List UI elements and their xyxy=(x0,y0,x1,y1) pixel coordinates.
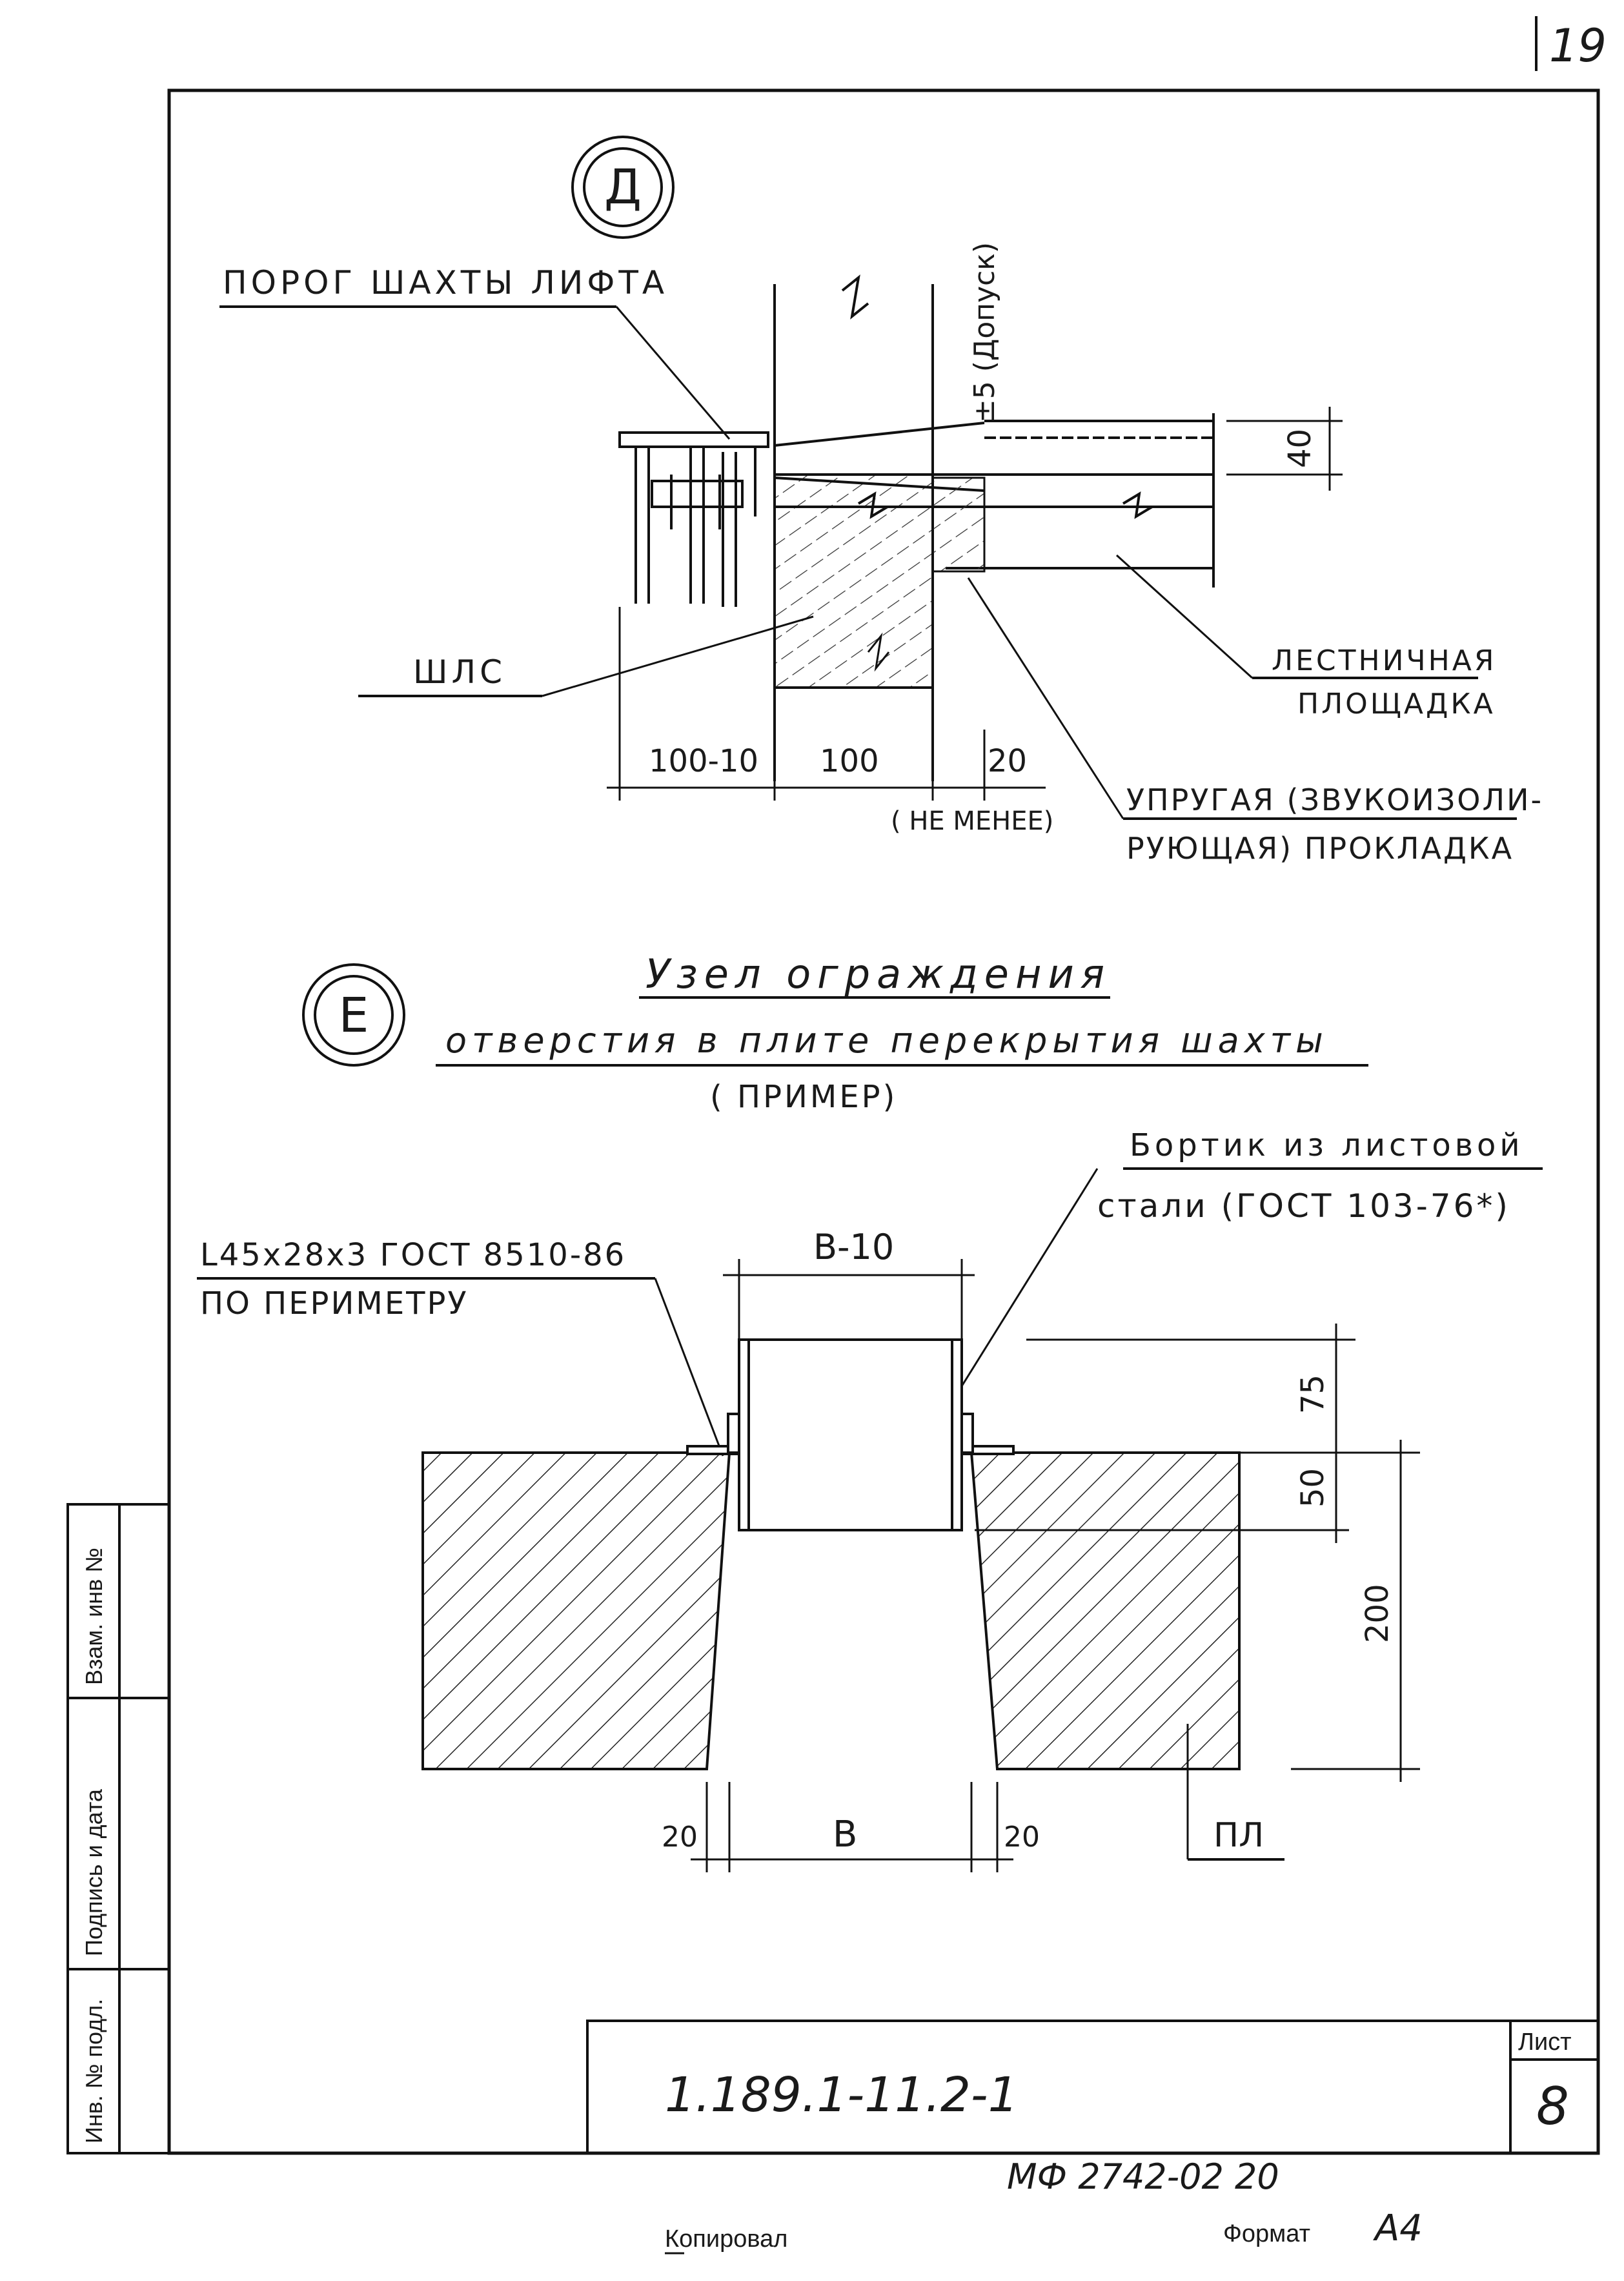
detail-e-title-2: отверстия в плите перекрытия шахты xyxy=(445,1020,1328,1061)
stamp-col2: Подпись и дата xyxy=(81,1788,107,1956)
detail-d-marker-outer xyxy=(571,136,675,239)
label-edge-2: стали (ГОСТ 103-76*) xyxy=(1097,1187,1510,1225)
shaft-wall xyxy=(773,473,934,689)
dim-20: 20 xyxy=(988,743,1027,779)
detail-e-title-3: ( ПРИМЕР) xyxy=(710,1079,897,1115)
detail-d: Д ПОРОГ ШАХТЫ ЛИФТА xyxy=(219,136,1543,866)
label-threshold: ПОРОГ ШАХТЫ ЛИФТА xyxy=(223,264,668,302)
detail-d-marker: Д xyxy=(604,159,642,215)
detail-e-marker: Е xyxy=(339,988,369,1043)
label-landing-1: ЛЕСТНИЧНАЯ xyxy=(1272,644,1496,677)
sheet-label: Лист xyxy=(1518,2029,1572,2056)
dims-right xyxy=(975,1324,1420,1782)
format-value: А4 xyxy=(1373,2207,1423,2249)
label-gasket-2: РУЮЩАЯ) ПРОКЛАДКА xyxy=(1126,831,1514,866)
detail-e-marker-outer xyxy=(302,963,405,1067)
page-number: 19 xyxy=(1549,19,1607,72)
dims-bottom xyxy=(691,1782,1013,1872)
dim-40: 40 xyxy=(1282,429,1318,468)
dim-min: ( НЕ МЕНЕЕ) xyxy=(891,806,1053,836)
dim-b: В xyxy=(833,1814,857,1856)
dim-100: 100 xyxy=(820,743,879,779)
label-tolerance: ±5 (Допуск) xyxy=(968,242,1001,423)
archive-number: МФ 2742-02 20 xyxy=(1007,2156,1279,2197)
drawing-code: 1.189.1-11.2-1 xyxy=(665,2067,1019,2123)
leader-threshold xyxy=(615,306,731,440)
copied-label: Копировал xyxy=(665,2225,787,2253)
slab-right xyxy=(969,1451,1241,1770)
dim-b-minus: В-10 xyxy=(813,1227,894,1267)
detail-d-dims xyxy=(607,607,1046,801)
dim-200: 200 xyxy=(1359,1584,1396,1643)
label-shaft: ШЛС xyxy=(413,653,506,691)
label-slab: ПЛ xyxy=(1213,1816,1264,1855)
dim-20-left: 20 xyxy=(662,1821,698,1854)
slab-left xyxy=(421,1451,731,1770)
page-number-mark: 19 xyxy=(1535,16,1607,72)
dim-50: 50 xyxy=(1295,1468,1331,1508)
dim-20-right: 20 xyxy=(1004,1821,1040,1854)
detail-e-title-1: Узел ограждения xyxy=(645,950,1111,997)
format-label: Формат xyxy=(1223,2220,1310,2247)
label-edge-1: Бортик из листовой xyxy=(1130,1127,1524,1163)
dim-75: 75 xyxy=(1295,1375,1331,1414)
stamp-col3: Инв. № подл. xyxy=(81,1999,107,2143)
steel-edge xyxy=(686,1338,1015,1531)
detail-d-marker-inner xyxy=(583,147,663,227)
dim-100-10: 100-10 xyxy=(649,743,758,779)
label-gasket-1: УПРУГАЯ (ЗВУКОИЗОЛИ- xyxy=(1126,782,1543,817)
dim-b10-lines xyxy=(723,1259,975,1340)
gasket xyxy=(931,476,986,573)
label-landing-2: ПЛОЩАДКА xyxy=(1297,688,1496,721)
title-block xyxy=(586,2020,1599,2154)
detail-e: Е Узел ограждения отверстия в плите пере… xyxy=(197,950,1543,1872)
label-angle-1: L45x28x3 ГОСТ 8510-86 xyxy=(200,1237,626,1273)
sheet-frame xyxy=(167,88,1600,2155)
sheet-number: 8 xyxy=(1536,2076,1569,2136)
label-angle-2: ПО ПЕРИМЕТРУ xyxy=(200,1285,469,1322)
threshold-profile xyxy=(618,431,769,607)
stamp-col1: Взам. инв № xyxy=(81,1548,107,1685)
side-stamp xyxy=(66,1503,170,2154)
detail-e-marker-inner xyxy=(314,975,394,1055)
